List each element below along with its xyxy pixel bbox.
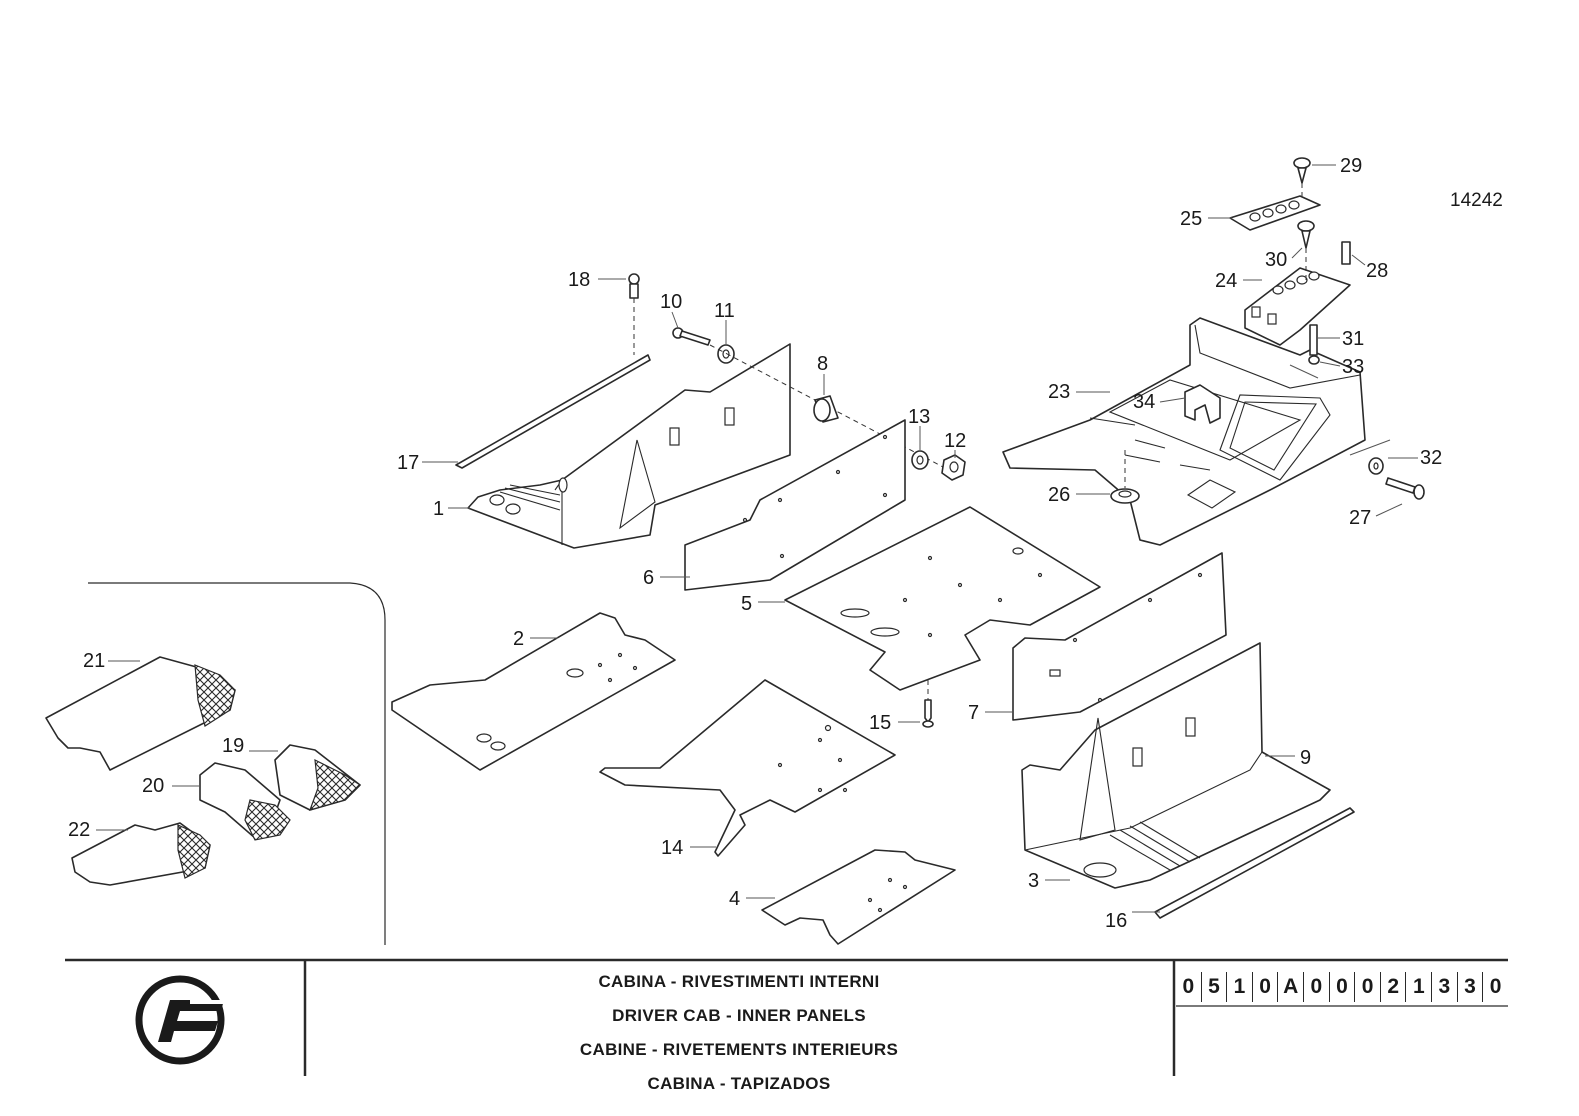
- doc-number-char: 0: [1354, 972, 1380, 1002]
- callout-4: 4: [729, 888, 740, 910]
- part-10-bolt: [672, 327, 711, 346]
- part-13-washer: [911, 450, 929, 470]
- part-27-bolt: [1385, 477, 1425, 500]
- callout-28: 28: [1366, 260, 1388, 282]
- callout-27: 27: [1349, 507, 1371, 529]
- part-1-left-side-panel: [467, 343, 791, 549]
- callout-24: 24: [1215, 270, 1237, 292]
- title-french: CABINE - RIVETEMENTS INTERIEURS: [579, 1040, 899, 1059]
- callout-29: 29: [1340, 155, 1362, 177]
- document-number: 0 5 1 0 A 0 0 0 2 1 3 3 0: [1176, 972, 1508, 1002]
- part-29-screw: [1293, 157, 1311, 200]
- part-34-bracket: [1184, 384, 1221, 424]
- part-24-switch-panel: [1244, 267, 1351, 346]
- callout-20: 20: [142, 775, 164, 797]
- callout-26: 26: [1048, 484, 1070, 506]
- callout-23: 23: [1048, 381, 1070, 403]
- part-6-trim-panel: [684, 419, 906, 591]
- part-12-nut: [941, 454, 966, 481]
- callout-15: 15: [869, 712, 891, 734]
- callout-16: 16: [1105, 910, 1127, 932]
- callout-10: 10: [660, 291, 682, 313]
- inset-frame: [88, 582, 386, 945]
- callout-5: 5: [741, 593, 752, 615]
- callout-21: 21: [83, 650, 105, 672]
- part-28-screw: [1341, 241, 1351, 265]
- part-26-grommet: [1110, 450, 1140, 504]
- part-14-floor-plate: [599, 679, 896, 857]
- doc-number-char: 5: [1200, 972, 1227, 1002]
- part-18-screw: [628, 273, 640, 355]
- callout-34: 34: [1133, 391, 1155, 413]
- part-11-washer: [717, 344, 735, 364]
- part-17-edge-strip: [455, 354, 651, 469]
- doc-number-char: 0: [1303, 972, 1329, 1002]
- callout-14: 14: [661, 837, 683, 859]
- part-2-floor-plate: [391, 612, 676, 771]
- doc-number-char: 0: [1482, 972, 1508, 1002]
- doc-number-char: 0: [1182, 975, 1195, 998]
- callout-9: 9: [1300, 747, 1311, 769]
- callout-18: 18: [568, 269, 590, 291]
- company-logo-icon: [135, 975, 226, 1065]
- part-19-mat: [274, 744, 361, 811]
- callout-22: 22: [68, 819, 90, 841]
- callout-19: 19: [222, 735, 244, 757]
- part-30-screw: [1297, 220, 1315, 282]
- title-english: DRIVER CAB - INNER PANELS: [612, 1006, 866, 1025]
- part-4-small-plate: [761, 849, 956, 945]
- callout-6: 6: [643, 567, 654, 589]
- part-33-washer: [1308, 355, 1320, 365]
- doc-number-char: 0: [1328, 972, 1355, 1002]
- leader-lines: [96, 164, 1418, 913]
- callout-numbers: 1 2 3 4 5 6 7 8 9 10 11 12 13 14 15 16 1…: [68, 155, 1442, 932]
- callout-8: 8: [817, 353, 828, 375]
- callout-12: 12: [944, 430, 966, 452]
- callout-32: 32: [1420, 447, 1442, 469]
- callout-7: 7: [968, 702, 979, 724]
- doc-number-char: 2: [1379, 972, 1406, 1002]
- part-31-bolt: [1309, 324, 1318, 356]
- callout-1: 1: [433, 498, 444, 520]
- callout-30: 30: [1265, 249, 1287, 271]
- part-9-right-side-panel: [1021, 642, 1331, 889]
- callout-3: 3: [1028, 870, 1039, 892]
- doc-number-char: 1: [1226, 972, 1252, 1002]
- title-block-frame: [65, 958, 1508, 1076]
- part-32-washer: [1368, 457, 1384, 475]
- part-16-edge-strip: [1154, 807, 1355, 919]
- callout-13: 13: [908, 406, 930, 428]
- title-spanish: CABINA - TAPIZADOS: [647, 1074, 831, 1093]
- part-20-mat: [199, 762, 291, 841]
- doc-number-char: 3: [1456, 972, 1483, 1002]
- part-8-spacer: [813, 395, 839, 423]
- part-23-center-console: [1002, 317, 1366, 546]
- doc-number-char: 1: [1405, 972, 1431, 1002]
- drawing-code: 14242: [1450, 190, 1503, 211]
- callout-25: 25: [1180, 208, 1202, 230]
- part-21-floor-mat: [45, 656, 236, 771]
- part-25-cover-plate: [1229, 195, 1321, 231]
- callout-17: 17: [397, 452, 419, 474]
- callout-33: 33: [1342, 356, 1364, 378]
- doc-number-char: A: [1277, 972, 1303, 1002]
- part-15-screw: [922, 680, 934, 728]
- callout-31: 31: [1342, 328, 1364, 350]
- part-5-floor-plate: [784, 506, 1101, 691]
- part-22-floor-mat: [71, 822, 211, 886]
- part-7-trim-panel: [1012, 552, 1227, 721]
- title-italian: CABINA - RIVESTIMENTI INTERNI: [598, 972, 880, 991]
- callout-2: 2: [513, 628, 524, 650]
- callout-11: 11: [714, 300, 735, 322]
- doc-number-char: 3: [1431, 972, 1457, 1002]
- doc-number-char: 0: [1251, 972, 1278, 1002]
